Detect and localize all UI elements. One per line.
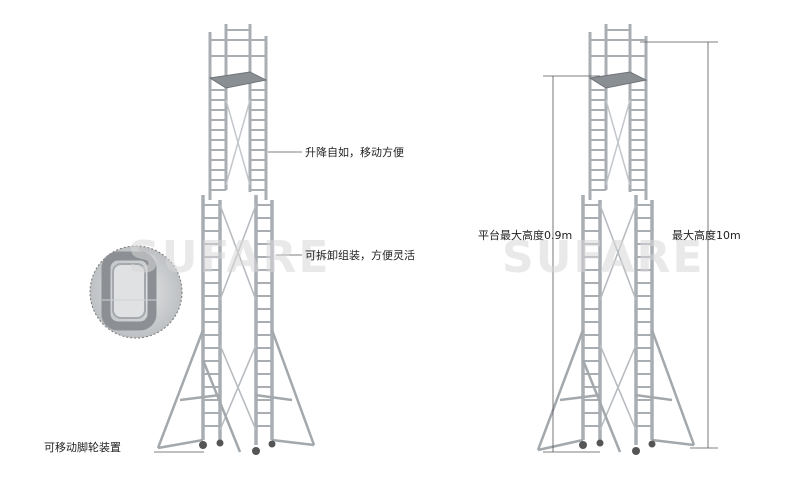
right-scaffold-tower [536,24,696,455]
left-upper-section [208,24,268,200]
right-platform [588,71,648,89]
label-max-height: 最大高度10m [672,229,741,242]
label-caster-wheels: 可移动脚轮装置 [44,441,121,454]
left-platform [208,71,268,89]
left-upper-braces [225,99,251,186]
label-detachable: 可拆卸组装，方便灵活 [305,249,415,262]
left-scaffold-tower [156,24,316,455]
watermark-right: SUFARE [502,232,705,283]
left-caster-wheels [199,439,276,455]
rail-detail-inset [89,245,183,339]
label-lift-move: 升降自如，移动方便 [305,146,404,159]
left-leader-lines [154,151,302,453]
dimension-lines [543,41,718,453]
left-guardrail [210,29,266,57]
right-upper-rungs [590,89,646,191]
left-upper-rungs [210,89,266,191]
watermark-left: SUFARE [128,232,331,283]
right-guardrail [590,29,646,57]
right-lower-rungs [583,204,652,427]
left-outriggers [156,329,316,453]
right-upper-section [588,24,648,200]
right-upper-braces [605,99,631,186]
label-platform-max-height: 平台最大高度0.9m [478,229,573,242]
right-caster-wheels [579,439,656,455]
left-lower-rungs [203,204,272,427]
right-outriggers [536,329,696,453]
